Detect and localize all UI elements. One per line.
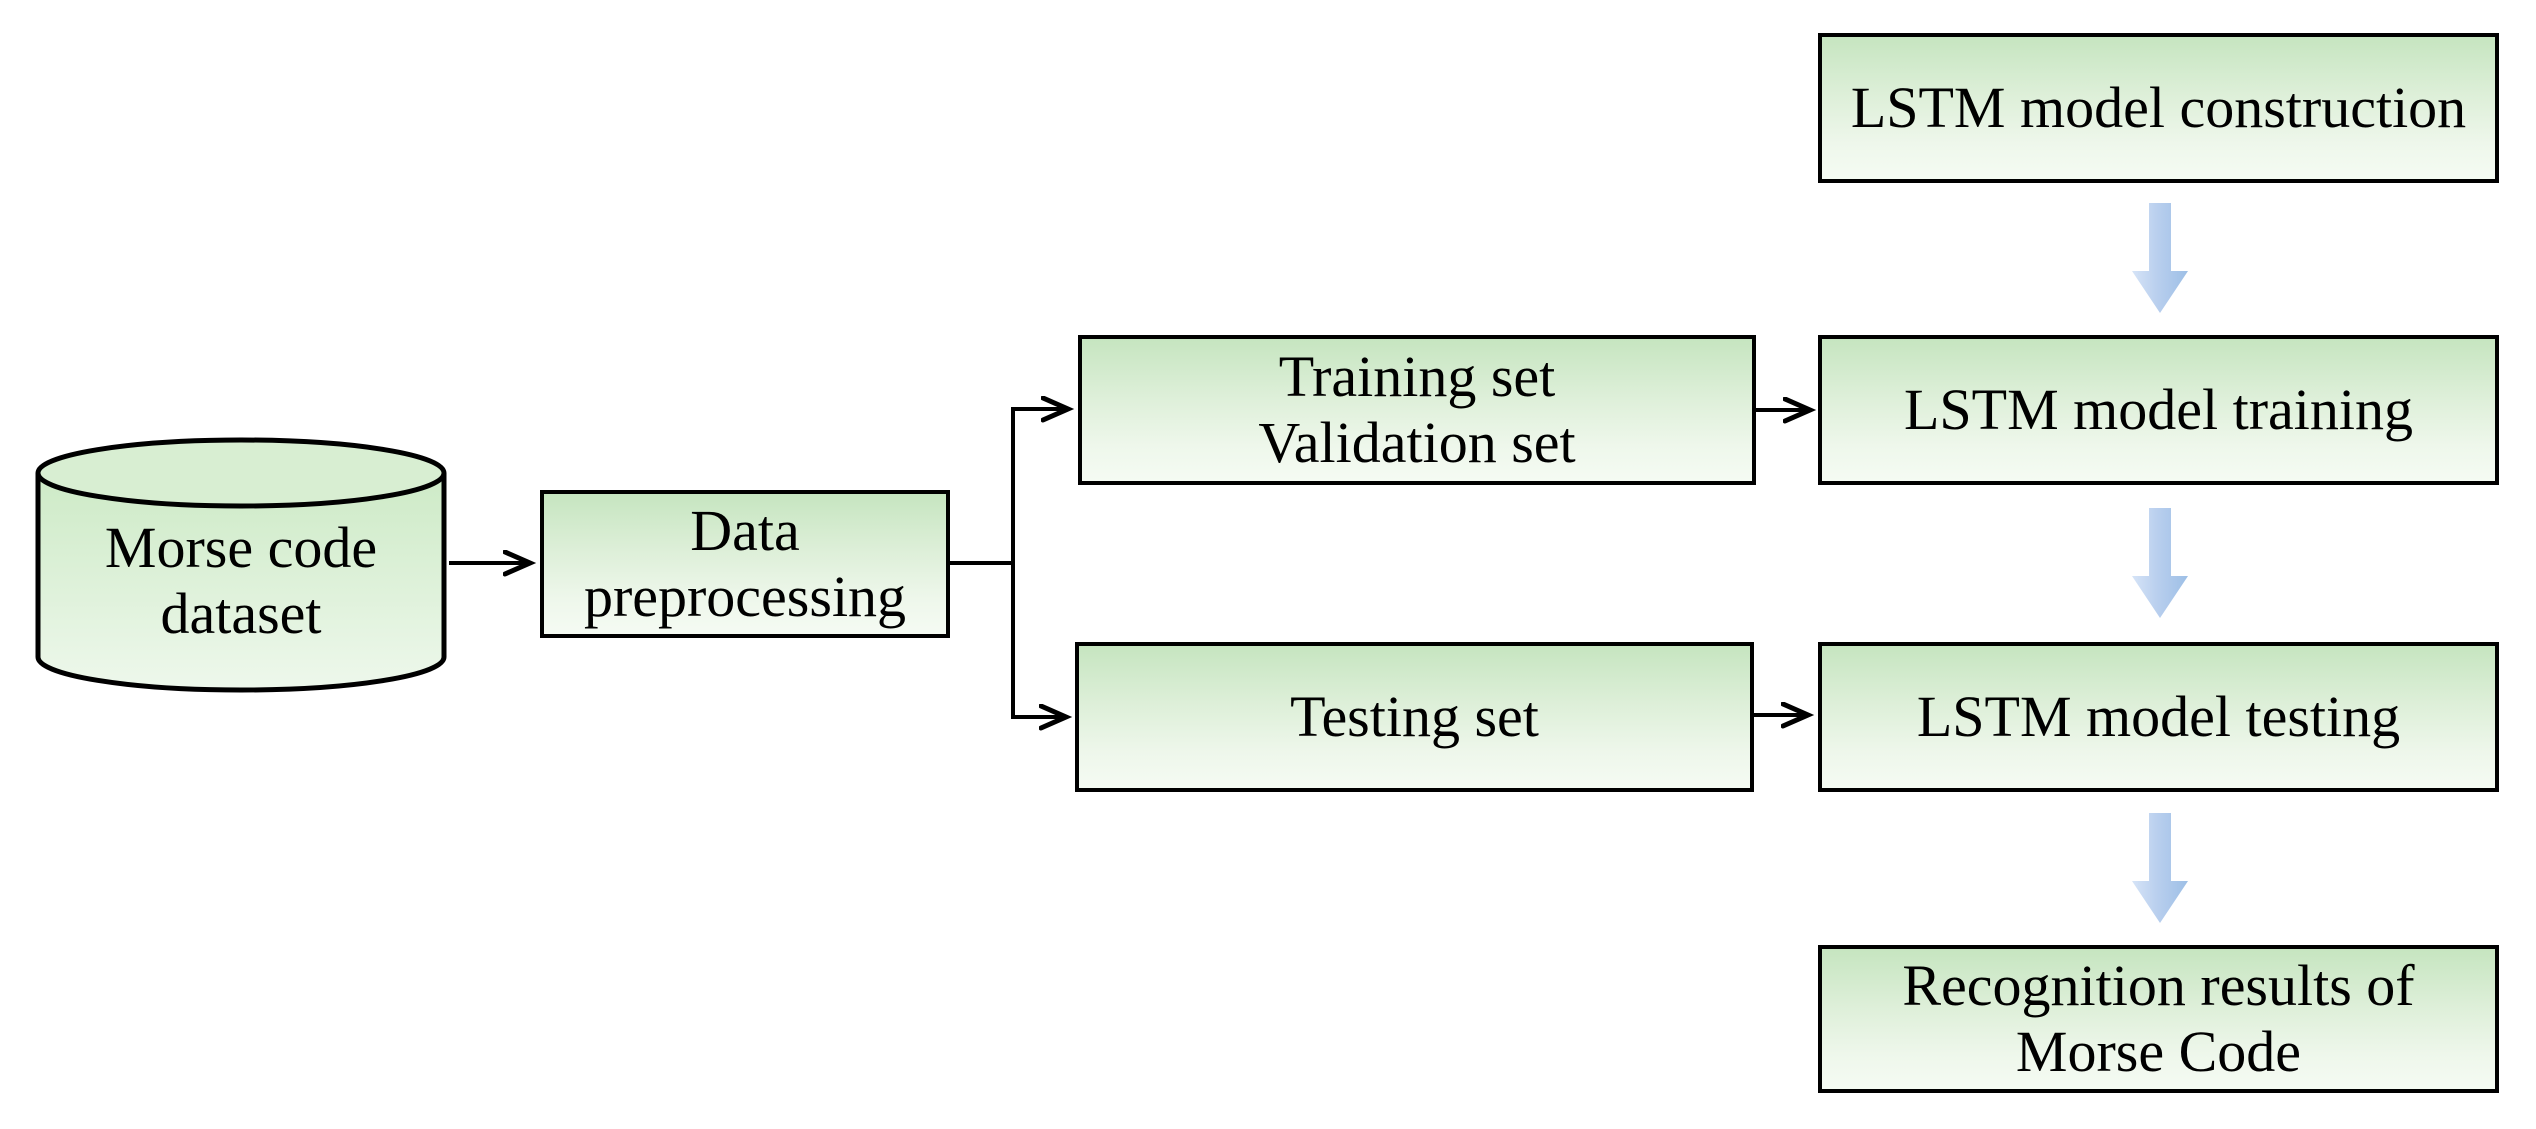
node-data-preprocessing: Data preprocessing [540, 490, 950, 638]
testing-set-label: Testing set [1290, 684, 1539, 749]
node-recognition-results: Recognition results of Morse Code [1818, 945, 2499, 1093]
node-training-validation-set: Training set Validation set [1078, 335, 1756, 485]
recognition-label-line2: Morse Code [2015, 1019, 2302, 1084]
flow-arrow-down-icon [2132, 203, 2188, 313]
train-val-label-line2: Validation set [1258, 410, 1576, 475]
node-lstm-model-testing: LSTM model testing [1818, 642, 2499, 792]
flow-arrow-down-icon [2132, 508, 2188, 618]
node-lstm-model-construction: LSTM model construction [1818, 33, 2499, 183]
edge-preprocessing-to-train-val [1011, 409, 1068, 565]
preprocessing-label-line2: preprocessing [583, 564, 907, 629]
database-cylinder-icon [35, 437, 447, 693]
node-morse-code-dataset: Morse code dataset [35, 437, 447, 693]
edge-preprocessing-to-testing [1011, 561, 1066, 717]
node-lstm-model-training: LSTM model training [1818, 335, 2499, 485]
model-training-label: LSTM model training [1903, 377, 2414, 442]
preprocessing-label-line1: Data [690, 498, 800, 563]
flow-arrow-down-icon [2132, 813, 2188, 923]
node-testing-set: Testing set [1075, 642, 1754, 792]
recognition-label-line1: Recognition results of [1902, 953, 2415, 1018]
model-construction-label: LSTM model construction [1850, 75, 2467, 140]
dataset-label: Morse code dataset [35, 515, 447, 647]
train-val-label-line1: Training set [1278, 344, 1556, 409]
model-testing-label: LSTM model testing [1916, 684, 2401, 749]
dataset-label-line1: Morse code [104, 515, 378, 580]
dataset-label-line2: dataset [160, 581, 322, 646]
